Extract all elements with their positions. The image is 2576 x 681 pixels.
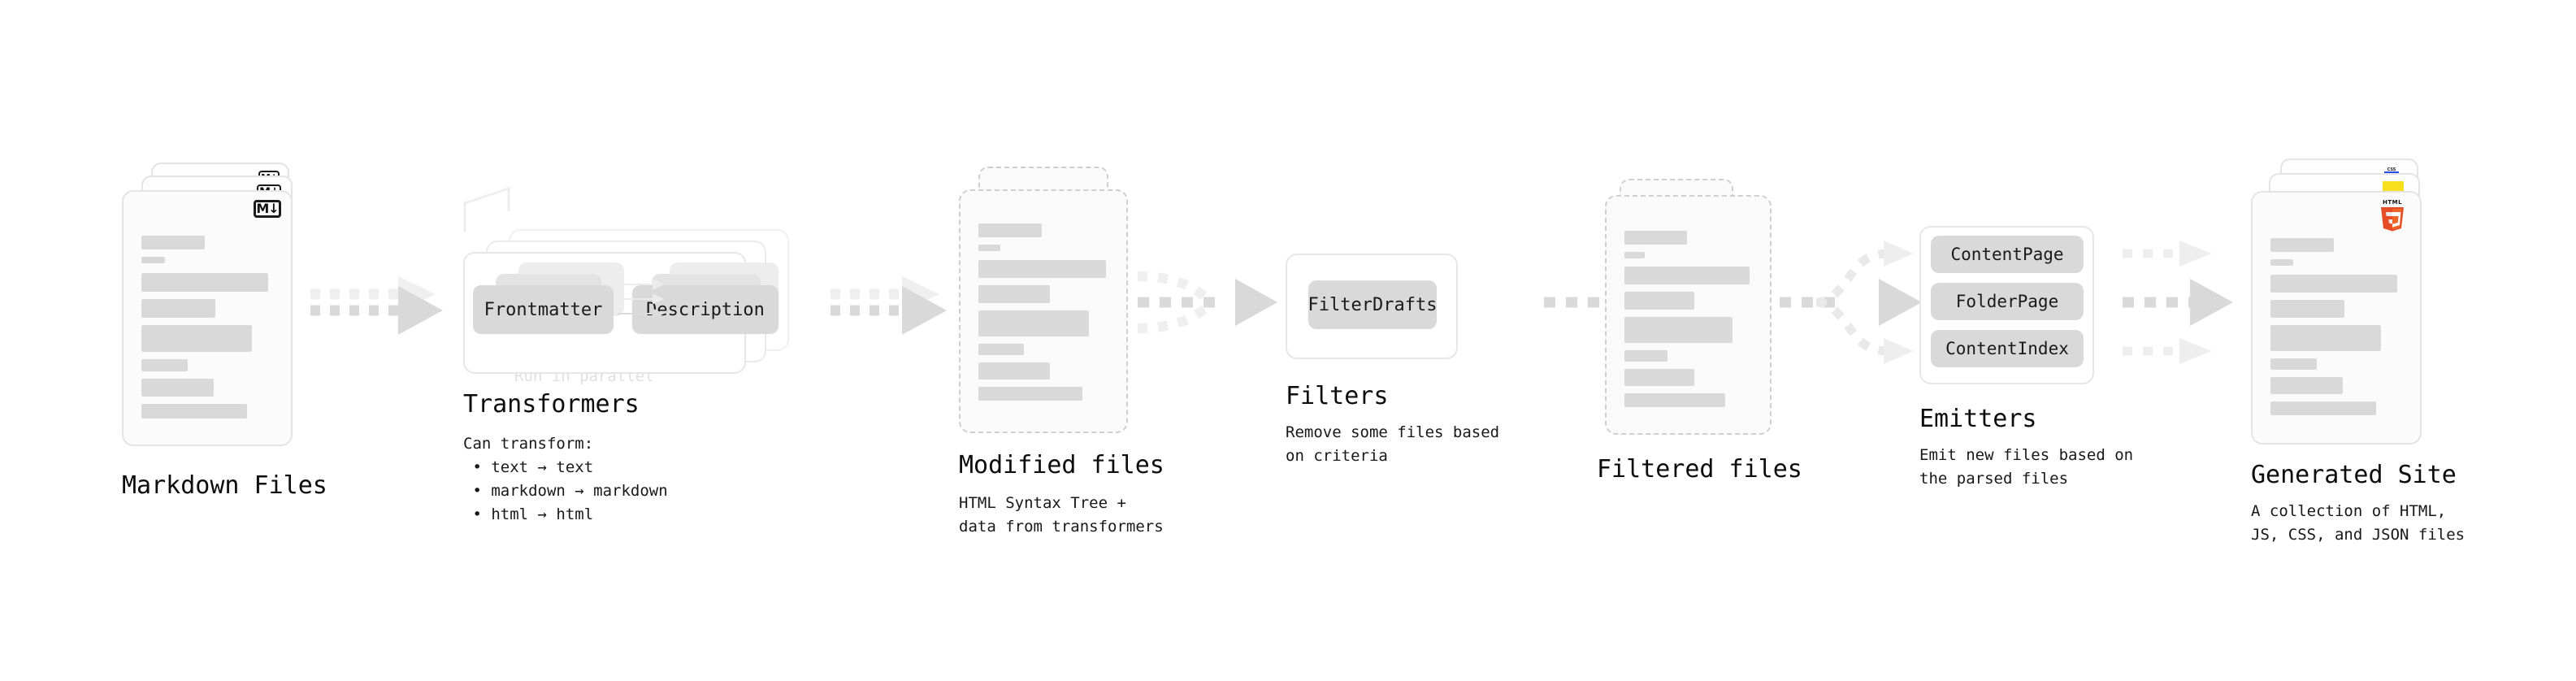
filtered-file-card-front xyxy=(1605,195,1772,435)
markdown-file-card-front: M↓ xyxy=(122,190,293,446)
file-content-placeholder xyxy=(141,236,273,430)
chip-folderpage-label: FolderPage xyxy=(1955,292,2059,311)
stage-transformers: Run in parallel Frontmatter Description … xyxy=(447,187,853,523)
css3-icon: CSS xyxy=(2384,167,2399,174)
chip-frontmatter-label: Frontmatter xyxy=(484,299,603,320)
stage-filters: FilterDrafts Filters Remove some files b… xyxy=(1276,236,1552,504)
stage-title-markdown-files: Markdown Files xyxy=(122,471,327,500)
transformer-inner-arrows xyxy=(618,279,665,319)
chip-filterdrafts[interactable]: FilterDrafts xyxy=(1308,280,1437,329)
connector-md-to-transformers xyxy=(310,276,443,335)
chip-contentpage-label: ContentPage xyxy=(1950,245,2064,264)
svg-text:HTML: HTML xyxy=(2383,199,2402,206)
stage-generated-site: CSS HTML xyxy=(2251,158,2495,544)
chip-frontmatter[interactable]: Frontmatter xyxy=(473,285,614,334)
chip-contentpage[interactable]: ContentPage xyxy=(1931,236,2084,273)
chip-filterdrafts-label: FilterDrafts xyxy=(1308,294,1438,315)
stage-caption-emitters: Emit new files based on the parsed files xyxy=(1919,446,2134,488)
stage-caption-generated-site: A collection of HTML, JS, CSS, and JSON … xyxy=(2251,502,2465,544)
file-content-placeholder xyxy=(2270,238,2402,428)
stage-emitters: ContentPage FolderPage ContentIndex Emit… xyxy=(1910,219,2202,496)
svg-text:CSS: CSS xyxy=(2387,167,2396,172)
stage-title-modified-files: Modified files xyxy=(959,451,1164,479)
site-file-card-front: HTML xyxy=(2251,191,2422,445)
html5-icon: HTML xyxy=(2381,199,2404,232)
chip-folderpage[interactable]: FolderPage xyxy=(1931,283,2084,320)
stage-caption-transformers: Can transform: • text → text • markdown … xyxy=(463,435,668,523)
stage-title-filtered-files: Filtered files xyxy=(1597,455,1802,484)
chip-description-label: Description xyxy=(646,299,765,320)
markdown-icon: M↓ xyxy=(254,200,281,218)
stage-title-transformers: Transformers xyxy=(463,390,640,419)
stage-caption-modified-files: HTML Syntax Tree + data from transformer… xyxy=(959,494,1164,536)
stage-modified-files: Modified files HTML Syntax Tree + data f… xyxy=(959,167,1170,536)
stage-markdown-files: M↓ M↓ M↓ Markdown Files xyxy=(122,163,327,504)
stage-title-generated-site: Generated Site xyxy=(2251,461,2457,489)
chip-contentindex[interactable]: ContentIndex xyxy=(1931,330,2084,367)
connector-filtered-to-emitters xyxy=(1780,241,1922,364)
stage-title-emitters: Emitters xyxy=(1919,405,2037,433)
file-content-placeholder xyxy=(1624,231,1752,419)
stage-filtered-files: Filtered files xyxy=(1589,179,1802,504)
chip-description[interactable]: Description xyxy=(632,285,778,334)
modified-file-card-front xyxy=(959,189,1128,433)
stage-title-filters: Filters xyxy=(1286,382,1389,410)
stage-caption-filters: Remove some files based on criteria xyxy=(1286,423,1500,465)
chip-contentindex-label: ContentIndex xyxy=(1945,339,2069,358)
file-content-placeholder xyxy=(978,223,1108,417)
